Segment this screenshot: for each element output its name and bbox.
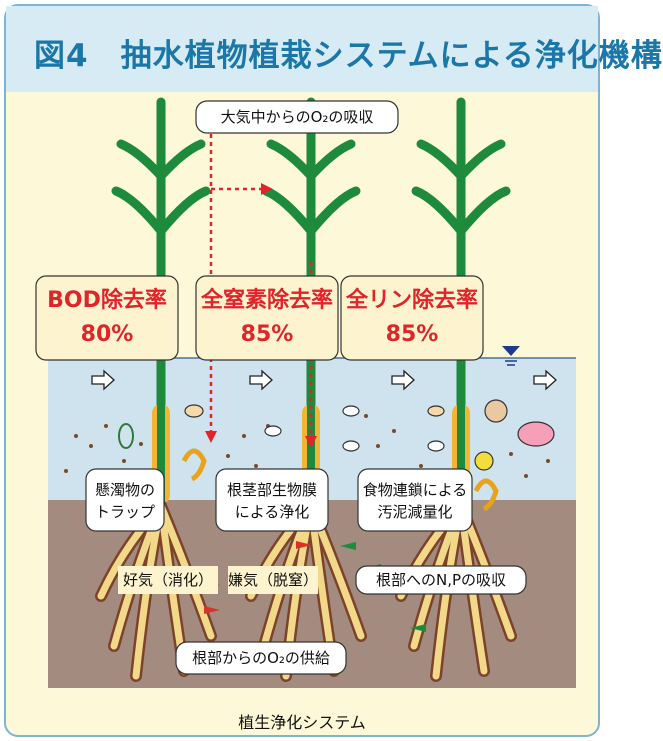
bod-rate-name: BOD除去率 <box>47 288 167 313</box>
tn-rate-value: 85% <box>240 322 294 347</box>
figure-caption: 植生浄化システム <box>238 713 366 732</box>
food-chain-note-line1: 食物連鎖による <box>362 481 468 499</box>
tp-rate-value: 85% <box>385 322 439 347</box>
o2-absorb-box <box>195 100 399 134</box>
food-chain-note-box <box>357 468 473 532</box>
rate-box-2 <box>195 275 339 361</box>
aquatic-organisms <box>118 399 555 512</box>
o2-flow-arrows <box>209 134 313 436</box>
aerobic-note: 好気（消化） <box>122 571 213 589</box>
trap-note-line2: トラップ <box>94 503 155 521</box>
biofilm-note-line2: による浄化 <box>234 503 310 521</box>
anaerobic-note: 嫌気（脱窒） <box>228 571 319 589</box>
o2-supply-note: 根部からのO₂の供給 <box>192 649 330 667</box>
arrowhead-icons <box>205 183 317 448</box>
np-uptake-note: 根部へのN,Pの吸収 <box>375 571 507 589</box>
title-bar: 図4 抽水植物植栽システムによる浄化機構 <box>6 6 662 92</box>
tn-rate-name: 全窒素除去率 <box>200 288 333 313</box>
rate-box-3 <box>340 275 484 361</box>
food-chain-note-line2: 汚泥減量化 <box>377 503 453 521</box>
figure-title: 図4 抽水植物植栽システムによる浄化機構 <box>34 38 663 74</box>
o2-absorb-label: 大気中からのO₂の吸収 <box>220 108 374 126</box>
suspended-particles <box>64 414 550 478</box>
rate-box-1 <box>35 275 179 361</box>
flow-arrow-icons <box>91 369 557 391</box>
bod-rate-value: 80% <box>80 322 134 347</box>
trap-note-line1: 懸濁物の <box>94 481 155 499</box>
trap-note-box <box>85 468 165 532</box>
o2-supply-box <box>175 641 347 675</box>
water-level-icon <box>502 346 520 366</box>
biofilm-note-box <box>215 468 329 532</box>
anaerobic-note-box <box>228 566 318 594</box>
aerobic-note-box <box>118 566 218 594</box>
tp-rate-name: 全リン除去率 <box>345 288 478 313</box>
purification-diagram <box>35 97 576 688</box>
figure-frame: 図4 抽水植物植栽システムによる浄化機構 <box>4 4 662 737</box>
np-uptake-box <box>355 565 527 595</box>
biofilm-note-line1: 根茎部生物膜 <box>226 481 317 499</box>
